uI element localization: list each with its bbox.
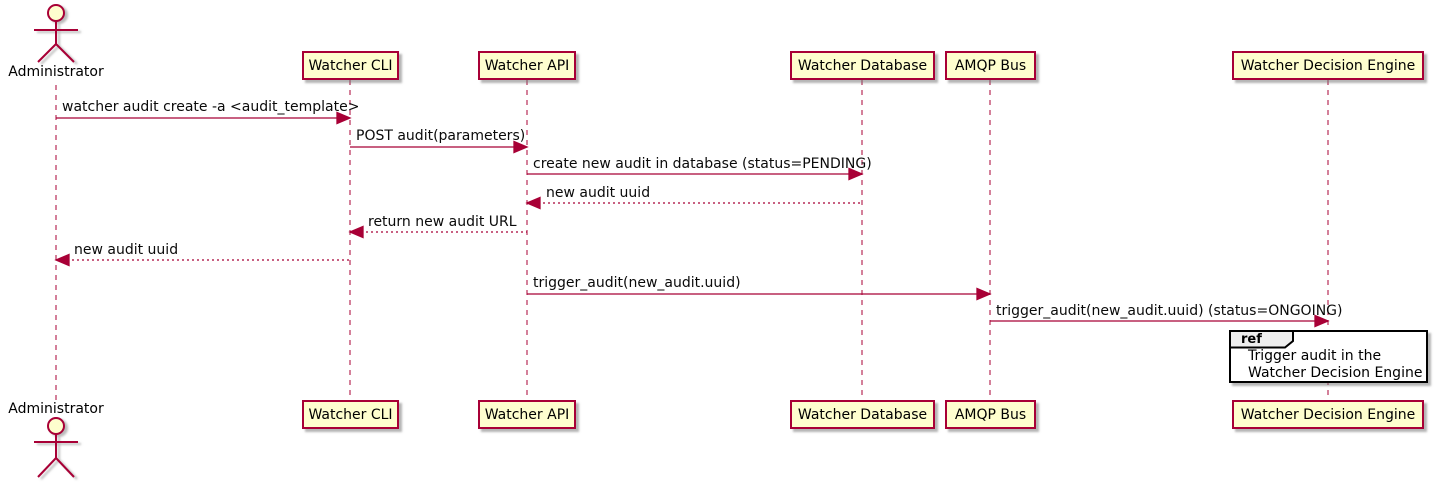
participant-watcher-database-bottom: Watcher Database <box>790 400 935 429</box>
participant-watcher-cli-top: Watcher CLI <box>302 51 399 80</box>
message-label-2: POST audit(parameters) <box>356 128 526 144</box>
message-label-5: return new audit URL <box>368 214 517 230</box>
arrowhead-msg-8 <box>1314 314 1330 328</box>
message-label-8: trigger_audit(new_audit.uuid) (status=ON… <box>996 303 1343 319</box>
ref-text: Trigger audit in the Watcher Decision En… <box>1248 348 1422 381</box>
actor-head <box>47 4 65 22</box>
participant-amqp-bus-bottom: AMQP Bus <box>945 400 1036 429</box>
arrowhead-msg-1 <box>336 111 352 125</box>
actor-icon-bottom <box>34 417 78 478</box>
ref-text-line-1: Trigger audit in the <box>1248 348 1382 364</box>
participant-watcher-database-top: Watcher Database <box>790 51 935 80</box>
actor-label-top: Administrator <box>8 64 104 80</box>
message-label-1: watcher audit create -a <audit_template> <box>62 99 360 115</box>
actor-icon-top <box>34 4 78 63</box>
message-label-3: create new audit in database (status=PEN… <box>533 156 872 172</box>
arrowhead-msg-3 <box>848 167 864 181</box>
message-label-4: new audit uuid <box>546 185 651 201</box>
ref-keyword-label: ref <box>1241 332 1262 347</box>
ref-keyword-pentagon <box>1229 330 1294 349</box>
arrowhead-msg-6 <box>54 253 70 267</box>
ref-fragment: ref Trigger audit in the Watcher Decisio… <box>1229 330 1428 383</box>
actor-head <box>47 417 65 435</box>
arrowhead-msg-5 <box>348 225 364 239</box>
ref-text-line-2: Watcher Decision Engine <box>1248 364 1423 381</box>
participant-watcher-decision-engine-top: Watcher Decision Engine <box>1232 51 1424 80</box>
message-label-7: trigger_audit(new_audit.uuid) <box>533 275 741 291</box>
participant-watcher-decision-engine-bottom: Watcher Decision Engine <box>1232 400 1424 429</box>
actor-label-bottom: Administrator <box>8 401 104 417</box>
participant-watcher-cli-bottom: Watcher CLI <box>302 400 399 429</box>
arrowhead-msg-7 <box>976 287 992 301</box>
message-arrows <box>54 111 1330 328</box>
arrowhead-msg-4 <box>525 196 541 210</box>
participant-amqp-bus-top: AMQP Bus <box>945 51 1036 80</box>
participant-watcher-api-bottom: Watcher API <box>478 400 576 429</box>
arrowhead-msg-2 <box>513 140 529 154</box>
lifelines <box>55 80 1329 400</box>
message-label-6: new audit uuid <box>74 242 179 258</box>
participant-watcher-api-top: Watcher API <box>478 51 576 80</box>
